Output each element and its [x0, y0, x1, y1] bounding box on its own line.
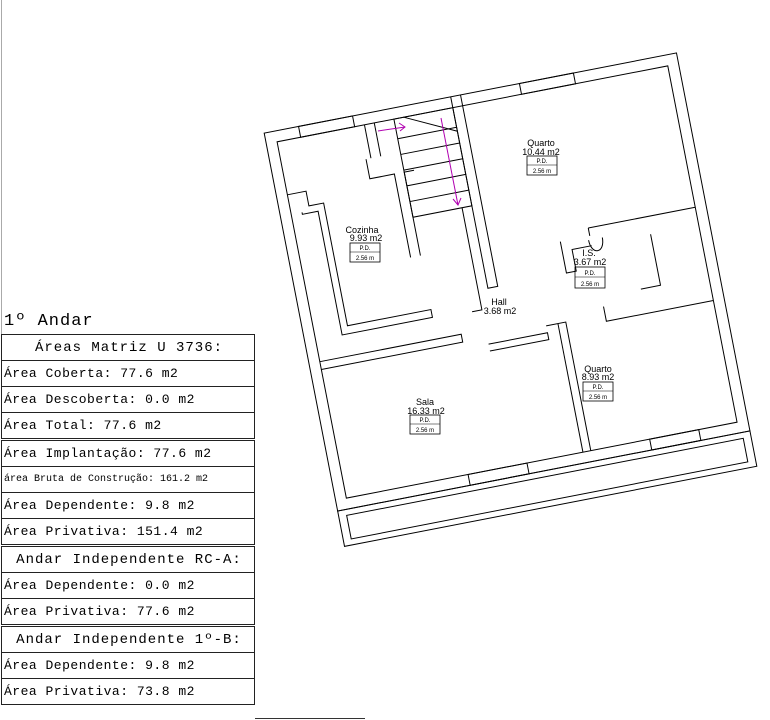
room-sala: Sala 16.33 m2 P.D. 2.56 m — [407, 397, 445, 435]
row-area-dependente: Área Dependente: 9.8 m2 — [1, 492, 255, 519]
room-name: Sala — [416, 397, 434, 407]
window-bottom-right — [649, 429, 702, 451]
wall-living-bedroom2-inner — [557, 323, 584, 453]
wall-kitchen-living — [319, 333, 464, 371]
room-name: I.S. — [582, 248, 596, 258]
row-area-bruta: área Bruta de Construção: 161.2 m2 — [1, 466, 255, 493]
row-1-b-privativa: Área Privativa: 73.8 m2 — [1, 678, 255, 705]
inner-wall — [276, 65, 738, 499]
room-name: Quarto — [527, 138, 555, 148]
table-header-rc-a: Andar Independente RC-A: — [1, 544, 255, 573]
row-area-implantacao: Área Implantação: 77.6 m2 — [1, 438, 255, 467]
stair-step — [400, 142, 460, 155]
window-bottom-left — [467, 462, 530, 486]
room-quarto1: Quarto 10.44 m2 P.D. 2.56 m — [522, 138, 560, 176]
balcony-inner — [346, 437, 749, 540]
left-border-line — [1, 0, 2, 334]
window-top-left — [297, 115, 356, 138]
pd-label: P.D. — [360, 246, 371, 252]
pd-box — [574, 266, 606, 289]
stair-step — [397, 126, 457, 140]
pd-box — [349, 242, 381, 263]
bottom-border-line — [255, 718, 365, 719]
room-name: Cozinha — [345, 225, 378, 235]
stair-rail — [363, 124, 372, 159]
wall-hall-living — [488, 332, 550, 352]
row-rc-a-dependente: Área Dependente: 0.0 m2 — [1, 572, 255, 599]
pd-box — [409, 414, 441, 435]
outer-wall — [263, 52, 751, 512]
window-top-right — [518, 72, 577, 95]
pd-value: 2.56 m — [581, 282, 599, 288]
stair-rail — [373, 122, 382, 157]
room-area: 3.67 m2 — [574, 257, 607, 267]
room-name: Hall — [491, 297, 507, 307]
pd-value: 2.56 m — [533, 169, 551, 175]
area-table: Áreas Matriz U 3736: Área Coberta: 77.6 … — [1, 334, 255, 705]
table-header-1-b: Andar Independente 1º-B: — [1, 624, 255, 653]
room-area: 9.93 m2 — [350, 233, 383, 243]
wall-living-bedroom2 — [546, 321, 592, 451]
stair-step — [403, 158, 463, 171]
pd-value: 2.56 m — [589, 395, 607, 401]
room-area: 10.44 m2 — [522, 147, 560, 157]
pd-box — [582, 381, 614, 402]
row-area-privativa: Área Privativa: 151.4 m2 — [1, 518, 255, 546]
stair-step — [409, 189, 469, 203]
kitchen-wall-right — [365, 159, 412, 258]
room-is: I.S. 3.67 m2 P.D. 2.56 m — [574, 248, 607, 289]
room-cozinha: Cozinha 9.93 m2 P.D. 2.56 m — [345, 225, 383, 263]
room-quarto2: Quarto 8.93 m2 P.D. 2.56 m — [582, 364, 615, 402]
row-rc-a-privativa: Área Privativa: 77.6 m2 — [1, 598, 255, 626]
row-area-total: Área Total: 77.6 m2 — [1, 412, 255, 440]
table-header-matriz: Áreas Matriz U 3736: — [1, 334, 255, 361]
pd-value: 2.56 m — [416, 428, 434, 434]
pd-value: 2.56 m — [356, 256, 374, 262]
wall-wc-bedroom2 — [603, 299, 714, 322]
room-area: 16.33 m2 — [407, 406, 445, 416]
stair-arrows — [377, 117, 462, 206]
pd-box — [526, 155, 558, 176]
pd-label: P.D. — [420, 418, 431, 424]
wall-bedroom1-wc — [588, 206, 696, 229]
row-area-descoberta: Área Descoberta: 0.0 m2 — [1, 386, 255, 413]
wall-stub — [587, 227, 591, 236]
pd-label: P.D. — [593, 385, 604, 391]
room-area: 8.93 m2 — [582, 372, 615, 382]
room-hall: Hall 3.68 m2 — [484, 297, 517, 316]
wc-toilet — [588, 237, 604, 252]
stair-step — [406, 173, 466, 187]
row-1-b-dependente: Área Dependente: 9.8 m2 — [1, 652, 255, 679]
wall-hall-stair — [461, 207, 483, 313]
room-area: 3.68 m2 — [484, 306, 517, 316]
pd-label: P.D. — [537, 159, 548, 165]
pd-label: P.D. — [585, 271, 596, 277]
row-area-coberta: Área Coberta: 77.6 m2 — [1, 360, 255, 387]
wc-inner-wall — [640, 234, 662, 290]
kitchen-counter — [287, 190, 434, 336]
wc-wall — [559, 241, 592, 274]
stair-diagonal — [403, 116, 458, 132]
room-name: Quarto — [584, 364, 612, 374]
balcony — [337, 430, 758, 547]
wall-hall-bedroom — [450, 94, 499, 289]
floor-title: 1º Andar — [4, 312, 94, 331]
